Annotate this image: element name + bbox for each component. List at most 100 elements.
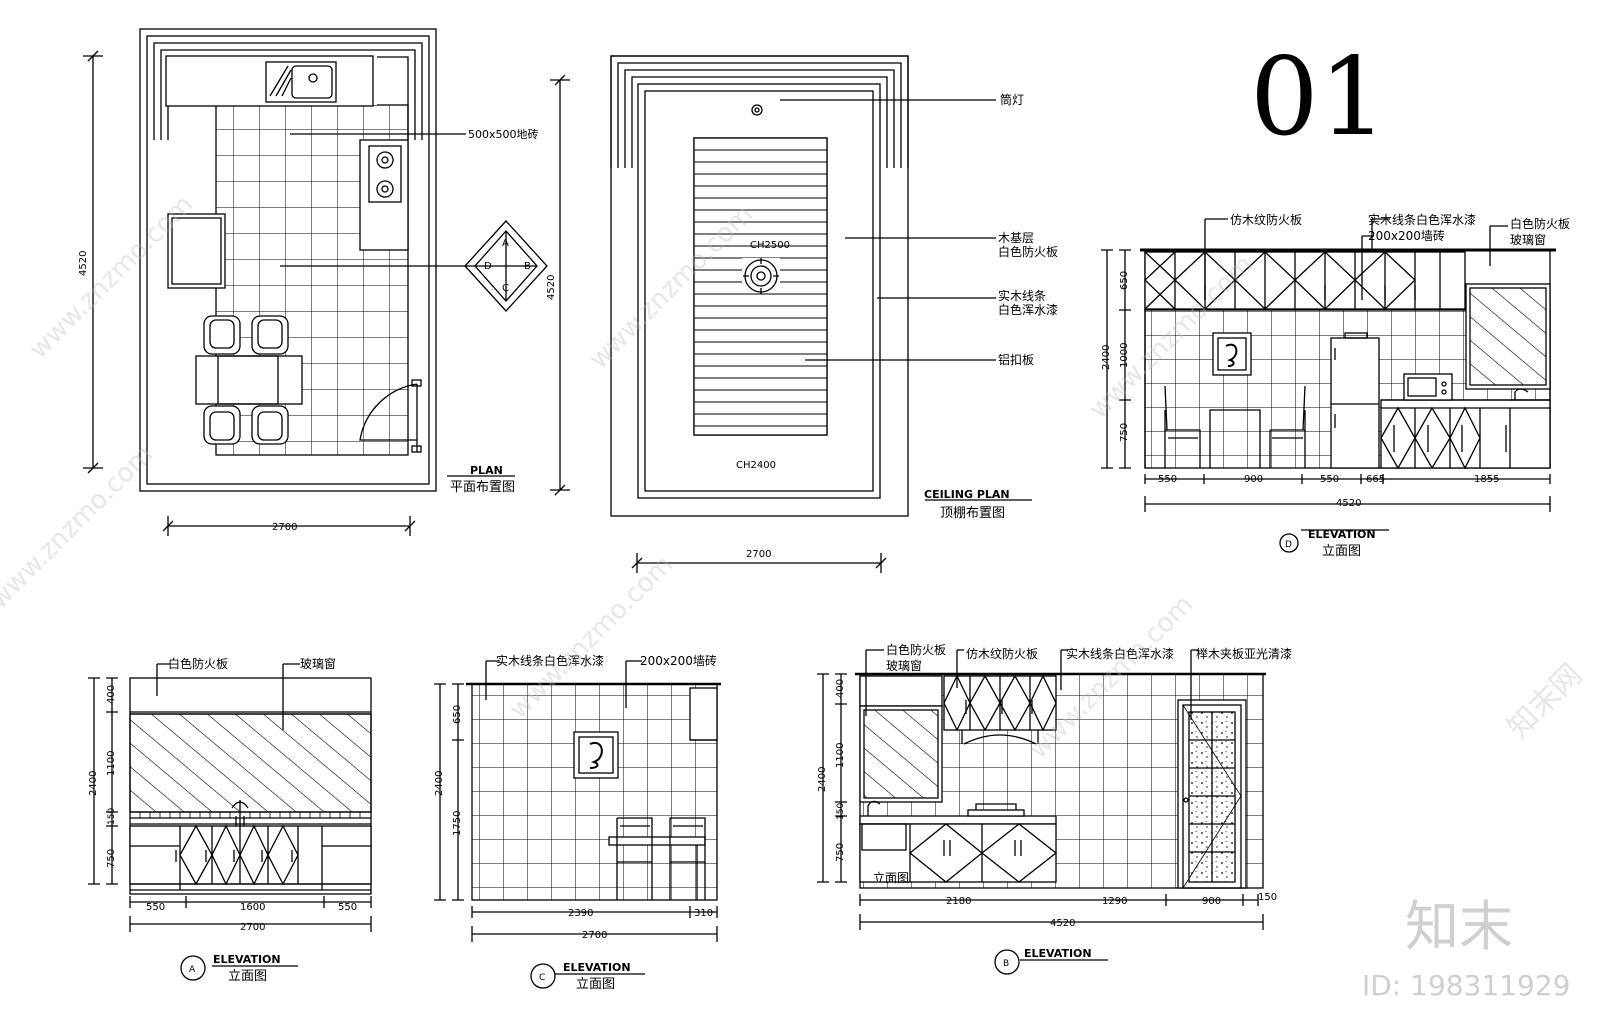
b-solid-line-label: 实木线条白色浑水漆	[1066, 646, 1174, 661]
b-beech-label: 榉木夹板亚光清漆	[1196, 647, 1292, 661]
b-inner-label: 立面图	[873, 870, 909, 885]
b-total: 4520	[1050, 918, 1075, 929]
c-seg-2: 310	[694, 908, 713, 919]
c-total-height: 2400	[434, 771, 445, 796]
b-letter: B	[1003, 959, 1009, 969]
b-seg-1: 2180	[946, 896, 971, 907]
b-imitation-wood-label: 仿木纹防火板	[966, 646, 1038, 661]
a-height-1100: 1100	[106, 751, 117, 776]
d-total: 4520	[1336, 498, 1361, 509]
d-total-height: 2400	[1101, 345, 1112, 370]
c-total: 2700	[582, 930, 607, 941]
d-seg-3: 550	[1320, 474, 1339, 485]
elevation-a-texts: 白色防火板 玻璃窗 550 1600 550 2700 400 1100 150…	[88, 656, 357, 984]
a-title-cn: 立面图	[228, 969, 267, 984]
ceiling-title-cn: 顶棚布置图	[940, 506, 1005, 521]
b-glass-window-label: 玻璃窗	[886, 659, 922, 673]
a-seg-1: 550	[146, 902, 165, 913]
d-height-650: 650	[1119, 271, 1130, 290]
a-white-board-label: 白色防火板	[168, 656, 228, 671]
a-seg-2: 1600	[240, 902, 265, 913]
elevation-b	[817, 649, 1266, 975]
c-title-en: ELEVATION	[563, 961, 631, 974]
b-height-1100: 1100	[835, 743, 846, 768]
elevation-d-texts: 仿木纹防火板 实木线条白色浑水漆 200x200墙砖 白色防火板 玻璃窗 550…	[1101, 212, 1570, 559]
elevation-c	[434, 660, 721, 989]
a-letter: A	[189, 965, 196, 975]
d-wall-tile-label: 200x200墙砖	[1368, 228, 1445, 243]
ceiling-plan	[550, 55, 1032, 573]
watermark-url-2: www.znzmo.com	[0, 440, 159, 615]
a-title-en: ELEVATION	[213, 953, 281, 966]
plan-tile-label: 500x500地砖	[468, 127, 539, 141]
floor-plan	[83, 28, 548, 536]
watermark-logo: 知末	[1405, 895, 1513, 958]
d-height-1000: 1000	[1119, 343, 1130, 368]
ceiling-depth-dim: 4520	[546, 275, 557, 300]
a-total: 2700	[240, 922, 265, 933]
plan-title-en: PLAN	[470, 464, 503, 477]
b-height-750: 750	[835, 843, 846, 862]
c-wall-tile-label: 200x200墙砖	[640, 653, 717, 668]
a-glass-window-label: 玻璃窗	[300, 657, 336, 671]
d-height-750: 750	[1119, 423, 1130, 442]
d-title-en: ELEVATION	[1308, 528, 1376, 541]
ceiling-ch-upper: CH2500	[750, 240, 790, 251]
b-white-board-label: 白色防火板	[886, 642, 946, 657]
b-seg-3: 900	[1202, 896, 1221, 907]
elevation-d	[1101, 218, 1556, 553]
d-letter: D	[1285, 540, 1292, 550]
ceiling-aluminum-label: 铝扣板	[998, 352, 1034, 367]
c-seg-1: 2390	[568, 908, 593, 919]
b-total-height: 2400	[817, 767, 828, 792]
a-seg-3: 550	[338, 902, 357, 913]
c-letter: C	[539, 973, 545, 983]
a-total-height: 2400	[88, 771, 99, 796]
a-height-400: 400	[106, 685, 117, 704]
ceiling-white-board-label: 白色防火板	[998, 244, 1058, 259]
ceiling-title-en: CEILING PLAN	[924, 488, 1010, 501]
b-seg-4: 150	[1258, 892, 1277, 903]
d-seg-2: 900	[1244, 474, 1263, 485]
c-title-cn: 立面图	[576, 977, 615, 992]
b-title-en: ELEVATION	[1024, 947, 1092, 960]
b-seg-2: 1290	[1102, 896, 1127, 907]
c-height-1750: 1750	[452, 811, 463, 836]
d-glass-window-label: 玻璃窗	[1510, 233, 1546, 247]
plan-title-cn: 平面布置图	[450, 480, 515, 495]
d-white-board-label: 白色防火板	[1510, 216, 1570, 231]
b-height-400: 400	[835, 679, 846, 698]
d-imitation-wood-label: 仿木纹防火板	[1230, 212, 1302, 227]
compass-b: B	[524, 261, 531, 272]
c-height-650: 650	[452, 705, 463, 724]
ceiling-solid-line-label: 实木线条	[998, 288, 1046, 303]
ceiling-ch-lower: CH2400	[736, 460, 776, 471]
compass-d: D	[484, 261, 492, 272]
watermark-id: ID: 198311929	[1362, 969, 1570, 1002]
d-seg-1: 550	[1158, 474, 1177, 485]
elevation-a	[88, 663, 372, 981]
ceiling-wood-base-label: 木基层	[998, 231, 1034, 245]
plan-width-dim: 2700	[272, 522, 297, 533]
watermark-brand-1: 知末网	[1501, 657, 1589, 745]
elevation-c-texts: 实木线条白色浑水漆 200x200墙砖 2390 310 2700 650 17…	[434, 653, 717, 992]
elevation-b-texts: 白色防火板 玻璃窗 仿木纹防火板 实木线条白色浑水漆 榉木夹板亚光清漆 立面图 …	[817, 642, 1292, 969]
a-height-750: 750	[106, 849, 117, 868]
d-solid-line-label: 实木线条白色浑水漆	[1368, 212, 1476, 227]
d-title-cn: 立面图	[1322, 544, 1361, 559]
a-height-150: 150	[107, 808, 117, 825]
ceiling-downlight-label: 筒灯	[1000, 92, 1024, 107]
plan-texts: 500x500地砖 2700 4520 A B C D PLAN 平面布置图	[78, 127, 539, 533]
plan-depth-dim: 4520	[78, 251, 89, 276]
c-solid-line-label: 实木线条白色浑水漆	[496, 653, 604, 668]
ceiling-texts: CH2500 CH2400 筒灯 木基层 白色防火板 实木线条 白色浑水漆 铝扣…	[546, 92, 1058, 560]
d-seg-5: 1855	[1474, 474, 1499, 485]
d-seg-4: 665	[1366, 474, 1385, 485]
ceiling-paint-label: 白色浑水漆	[998, 302, 1058, 317]
sheet-number: 01	[1250, 35, 1387, 160]
compass-c: C	[502, 283, 509, 294]
compass-a: A	[502, 238, 509, 249]
ceiling-width-dim: 2700	[746, 549, 771, 560]
b-height-150: 150	[836, 803, 846, 820]
